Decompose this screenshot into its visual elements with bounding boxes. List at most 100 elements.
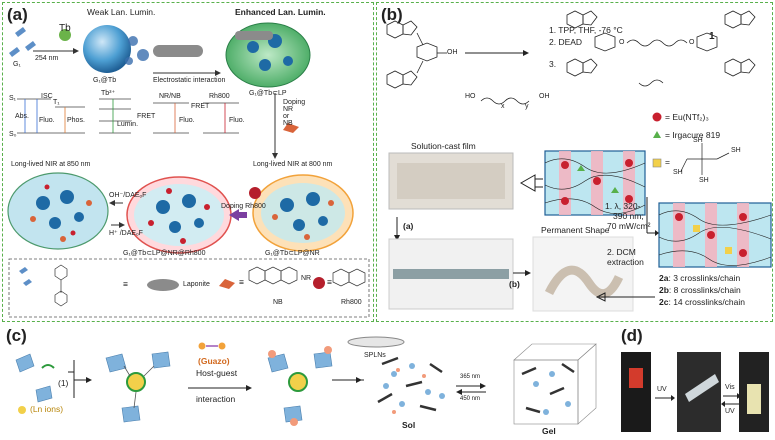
cond-4: 2. DCM <box>607 247 636 257</box>
panel-a-label: (a) <box>7 5 28 24</box>
uv-254-label: 254 nm <box>35 55 59 62</box>
legend-box <box>8 258 370 318</box>
level-fret-2: FRET <box>191 103 210 110</box>
level-abs: Abs. <box>15 113 30 120</box>
gel-state <box>513 343 597 425</box>
twisted-fiber <box>393 269 509 279</box>
sh-label-3: SH <box>673 169 683 176</box>
nr-icon <box>283 123 299 133</box>
ln-ions-label: (Ln ions) <box>30 404 64 414</box>
g1-legend-icon <box>19 267 32 286</box>
thiol-legend-label: = <box>665 157 670 167</box>
enhanced-lumin-label: Enhanced Lan. Lumin. <box>235 7 326 17</box>
level-fluo-2: Fluo. <box>179 117 195 124</box>
x-label: x <box>501 103 505 110</box>
panel-a: (a) <box>2 2 374 322</box>
oh-end-label: OH <box>539 93 550 100</box>
h-dae-label: H⁺ /DAEₒF <box>109 230 143 237</box>
host-guest-label-1: Host-guest <box>196 368 238 378</box>
thiol-structure <box>680 143 730 175</box>
irgacure-legend-label: = Irgacure 819 <box>665 130 721 140</box>
sol-label: Sol <box>402 420 416 430</box>
nr-equiv: ≡ <box>239 277 244 287</box>
long-800-label: Long-lived NIR at 800 nm <box>253 161 333 168</box>
cond-5: extraction <box>607 257 644 267</box>
panel-c: (c) <box>2 324 613 438</box>
nm450-label: 450 nm <box>460 396 481 402</box>
vis-label: Vis <box>725 384 735 391</box>
thiol-legend-icon <box>652 158 662 168</box>
cond-2: 390 nm; <box>613 211 644 221</box>
level-s1: S₁ <box>9 95 17 102</box>
electrostatic-label: Electrostatic interaction <box>153 77 226 84</box>
laponite-disc-icon <box>153 45 203 57</box>
level-fluo-3: Fluo. <box>229 117 245 124</box>
cd-ligand-icon <box>15 353 53 403</box>
sub-a-label: (a) <box>403 221 414 231</box>
sh-label-4: SH <box>699 177 709 184</box>
rh800-equiv: ≡ <box>327 277 332 287</box>
g1tb-sphere <box>83 25 131 73</box>
sh-label-1: SH <box>693 137 703 144</box>
uv-label-2: UV <box>725 408 735 415</box>
g1-structure <box>54 264 68 307</box>
level-t1: T₁ <box>53 99 60 106</box>
level-isc: ISC <box>41 93 53 100</box>
vial-photo-1 <box>621 352 651 432</box>
level-fluo: Fluo. <box>39 117 55 124</box>
polymer-ligand-structure <box>566 10 756 87</box>
step-1: 1. TPP, THF, -76 °C <box>549 25 623 35</box>
uv-label: UV <box>657 386 667 393</box>
guazo-icon <box>198 342 226 350</box>
step-3: 3. <box>549 59 557 69</box>
level-fret-1: FRET <box>137 113 156 120</box>
sub-b-label: (b) <box>509 279 520 289</box>
panel-d-label: (d) <box>621 326 643 345</box>
ligand-1-label: (1) <box>58 378 69 388</box>
final-assembly-2-label: G₁@Tb⊂LP@NR <box>265 250 320 257</box>
oh-dae-label: OH⁻/DAEₒF <box>109 192 147 199</box>
cond-1: 1. λ, 320- <box>605 201 641 211</box>
panel-c-label: (c) <box>6 326 27 345</box>
gel-label: Gel <box>542 426 556 436</box>
rh800-icon <box>249 187 261 199</box>
ln-complex <box>105 351 171 423</box>
doping-rh800-label: Doping Rh800 <box>221 203 266 210</box>
g1tblp-label: G₁@Tb⊂LP <box>249 90 287 97</box>
level-lumin: Lumin. <box>117 121 139 128</box>
tb-ion-icon <box>59 29 71 41</box>
rh800-legend-icon <box>313 277 325 289</box>
guazo-label: (Guazo) <box>198 356 230 366</box>
film-label: Solution-cast film <box>411 141 476 151</box>
cond-3: 70 mW/cm² <box>607 221 651 231</box>
host-guest-label-2: interaction <box>196 394 236 404</box>
ligand-1-icon <box>41 364 55 369</box>
rh800-structure <box>332 268 366 287</box>
long-850-label: Long-lived NIR at 850 nm <box>11 161 91 168</box>
result-2b: 2b: 8 crosslinks/chain <box>659 285 741 295</box>
level-rh800: Rh800 <box>209 93 230 100</box>
panel-b-graphics <box>386 10 772 312</box>
ln-ion-icon <box>18 406 26 414</box>
g1-label: G₁ <box>13 61 21 68</box>
laponite-legend-icon <box>147 279 179 291</box>
energy-level-diagram <box>17 98 239 134</box>
panel-b-label: (b) <box>381 5 403 24</box>
rh800-legend-label: Rh800 <box>341 299 362 306</box>
panel-d-graphics <box>621 352 769 432</box>
nr-structure <box>248 266 298 285</box>
ligand-structure <box>386 20 447 89</box>
nr-label: NR <box>301 275 312 282</box>
nr-legend-icon <box>219 279 235 289</box>
doping-nr-label: Doping NR or NB <box>283 99 306 127</box>
eu-legend-icon <box>652 112 662 122</box>
laponite-equiv: ≡ <box>123 279 128 289</box>
panel-d: (d) UV Vis UV <box>615 324 773 438</box>
tb-label: Tb <box>59 23 71 34</box>
nm365-label: 365 nm <box>460 374 481 380</box>
level-nrnb: NR/NB <box>159 93 181 100</box>
step-2: 2. DEAD <box>549 37 583 47</box>
permanent-shape-label: Permanent Shape <box>541 225 610 235</box>
g1-molecule-icon <box>9 27 36 57</box>
weak-lumin-label: Weak Lan. Lumin. <box>87 7 156 17</box>
